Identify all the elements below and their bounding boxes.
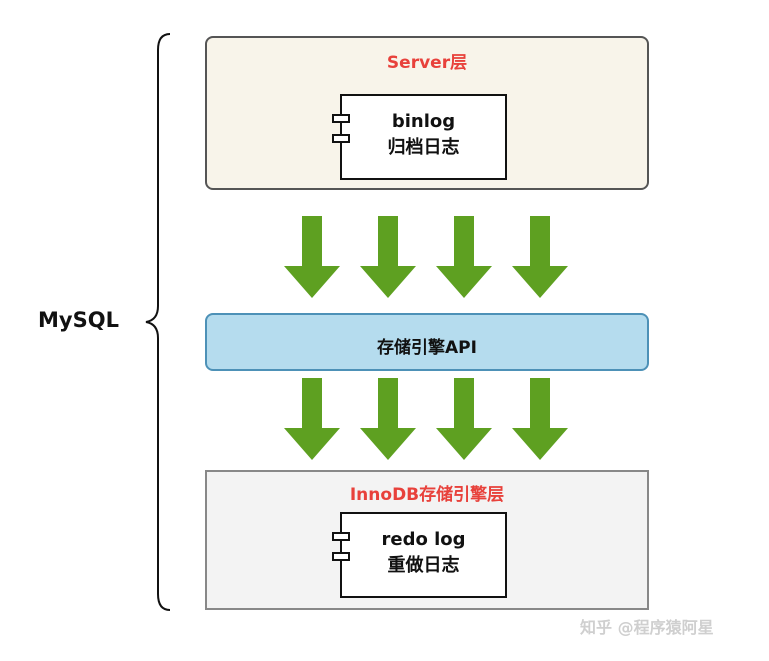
api-layer-title: 存储引擎API: [377, 338, 477, 358]
down-arrow-icon: [512, 378, 568, 460]
innodb-layer-title: InnoDB存储引擎层: [349, 485, 505, 505]
watermark: 知乎 @程序猿阿星: [580, 618, 714, 637]
mysql-brace: [145, 33, 171, 611]
redo-log-desc: 重做日志: [387, 555, 460, 576]
component-tab-icon: [332, 114, 350, 123]
storage-engine-api-layer: 存储引擎API: [205, 313, 649, 371]
redo-log-component: redo log 重做日志: [332, 512, 507, 598]
down-arrow-icon: [360, 216, 416, 298]
down-arrow-icon: [284, 216, 340, 298]
server-layer: Server层 binlog 归档日志: [205, 36, 649, 190]
mysql-label: MySQL: [38, 308, 119, 332]
arrows-server-to-api: [284, 216, 568, 298]
component-tab-icon: [332, 552, 350, 561]
down-arrow-icon: [436, 378, 492, 460]
down-arrow-icon: [436, 216, 492, 298]
arrows-api-to-innodb: [284, 378, 568, 460]
binlog-component: binlog 归档日志: [332, 94, 507, 180]
component-tab-icon: [332, 532, 350, 541]
binlog-desc: 归档日志: [387, 137, 460, 158]
component-tab-icon: [332, 134, 350, 143]
redo-log-label: redo log: [381, 529, 466, 550]
innodb-layer: InnoDB存储引擎层 redo log 重做日志: [205, 470, 649, 610]
binlog-label: binlog: [391, 111, 456, 132]
down-arrow-icon: [284, 378, 340, 460]
down-arrow-icon: [512, 216, 568, 298]
down-arrow-icon: [360, 378, 416, 460]
server-layer-title: Server层: [386, 53, 468, 73]
